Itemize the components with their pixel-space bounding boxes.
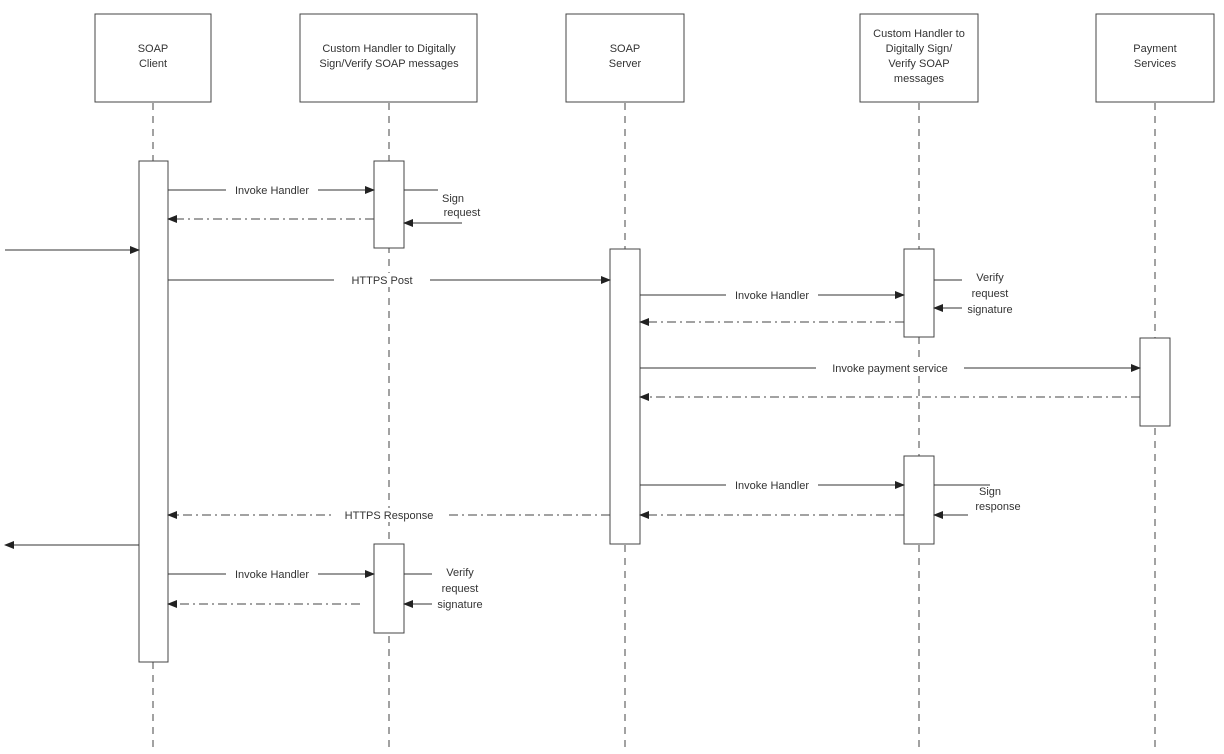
self-sign-request-line-2: request <box>444 207 481 219</box>
participant-handler2-line-2: Digitally Sign/ <box>886 43 954 55</box>
participant-client: SOAP Client <box>94 13 212 103</box>
message-invoke-handler-2: Invoke Handler <box>640 288 905 302</box>
message-https-response: HTTPS Response <box>167 508 610 522</box>
self-sign-request-line-1: Sign <box>442 193 464 205</box>
message-invoke-payment-label: Invoke payment service <box>832 363 948 375</box>
message-invoke-handler-1: Invoke Handler <box>168 183 375 197</box>
message-invoke-payment: Invoke payment service <box>640 361 1141 375</box>
self-sign-response: Sign response <box>933 484 1021 519</box>
self-verify-request-1-line-1: Verify <box>976 272 1004 284</box>
activation-handler1-a <box>373 160 405 249</box>
participant-client-line-1: SOAP <box>138 43 169 55</box>
participant-server-line-2: Server <box>609 58 642 70</box>
participant-payment: Payment Services <box>1095 13 1215 103</box>
message-https-post: HTTPS Post <box>168 273 611 287</box>
participant-handler2: Custom Handler to Digitally Sign/ Verify… <box>859 13 979 103</box>
participant-handler2-line-4: messages <box>894 73 945 85</box>
activation-client <box>138 160 169 663</box>
self-verify-request-2-line-1: Verify <box>446 567 474 579</box>
self-verify-request-1-line-3: signature <box>967 304 1012 316</box>
self-verify-request-1: Verify request signature <box>933 272 1013 316</box>
activation-handler2-b <box>903 455 935 545</box>
self-verify-request-1-line-2: request <box>972 288 1009 300</box>
self-verify-request-2-line-2: request <box>442 583 479 595</box>
message-invoke-handler-1-label: Invoke Handler <box>235 185 309 197</box>
participant-client-line-2: Client <box>139 58 167 70</box>
participant-server: SOAP Server <box>565 13 685 103</box>
self-verify-request-2: Verify request signature <box>403 567 483 611</box>
self-sign-response-line-2: response <box>975 501 1020 513</box>
participant-handler2-line-3: Verify SOAP <box>888 58 949 70</box>
message-invoke-handler-4: Invoke Handler <box>168 567 375 581</box>
participant-payment-line-2: Services <box>1134 58 1177 70</box>
message-invoke-handler-3: Invoke Handler <box>640 478 905 492</box>
lifelines <box>152 103 1156 750</box>
participant-handler2-line-1: Custom Handler to <box>873 28 965 40</box>
activation-server <box>609 248 641 545</box>
self-sign-response-line-1: Sign <box>979 486 1001 498</box>
participant-server-line-1: SOAP <box>610 43 641 55</box>
participant-handler1: Custom Handler to Digitally Sign/Verify … <box>299 13 478 103</box>
self-verify-request-2-line-3: signature <box>437 599 482 611</box>
participant-handler1-line-2: Sign/Verify SOAP messages <box>319 58 459 70</box>
message-invoke-handler-3-label: Invoke Handler <box>735 480 809 492</box>
activation-payment <box>1139 337 1171 427</box>
activation-handler1-b <box>373 543 405 634</box>
message-invoke-handler-2-label: Invoke Handler <box>735 290 809 302</box>
self-sign-request: Sign request <box>403 189 481 227</box>
message-https-post-label: HTTPS Post <box>351 275 412 287</box>
message-invoke-handler-4-label: Invoke Handler <box>235 569 309 581</box>
participant-payment-line-1: Payment <box>1133 43 1176 55</box>
participant-handler1-line-1: Custom Handler to Digitally <box>322 43 456 55</box>
activations <box>138 160 1171 663</box>
activation-handler2-a <box>903 248 935 338</box>
message-https-response-label: HTTPS Response <box>345 510 434 522</box>
